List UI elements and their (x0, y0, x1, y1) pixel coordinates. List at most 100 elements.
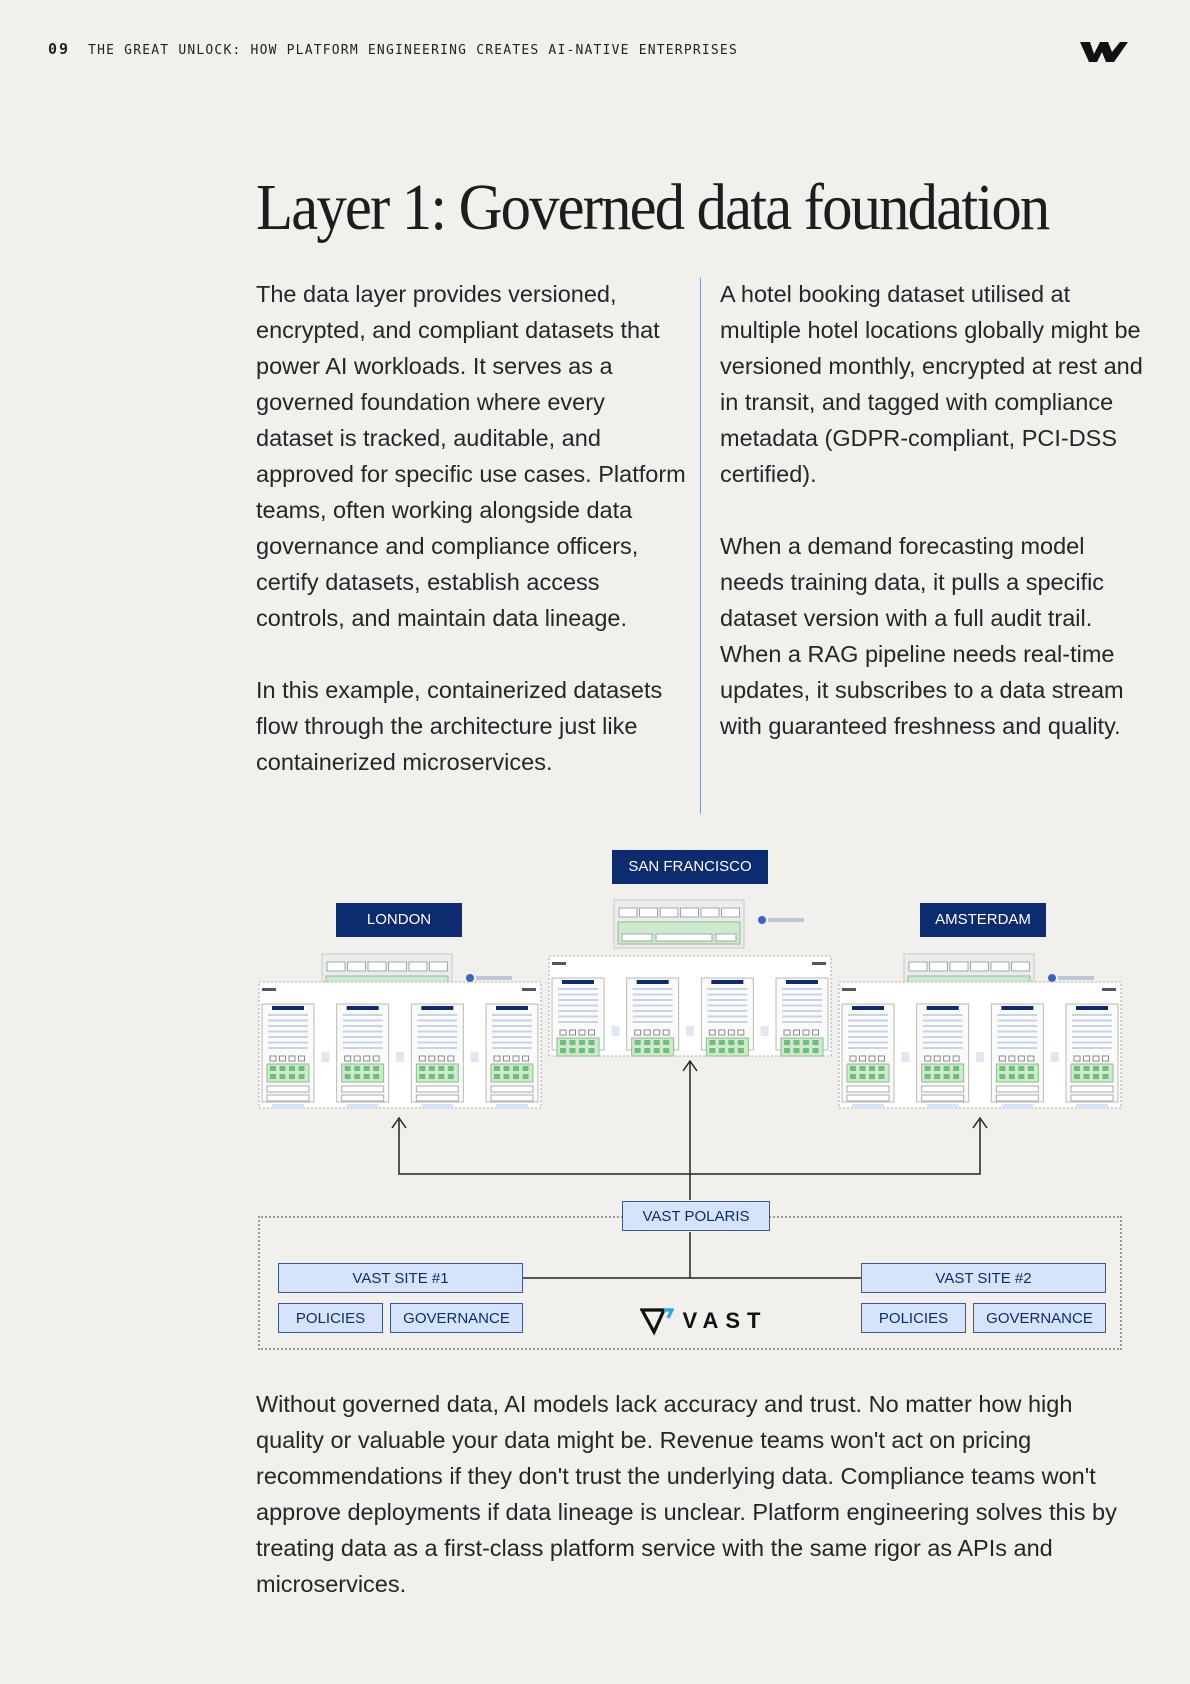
worker-service-line (782, 988, 822, 990)
gpu-unit (428, 1066, 435, 1071)
gpu-unit (924, 1066, 931, 1071)
gpu-unit (784, 1048, 790, 1053)
master-node-service (347, 961, 366, 972)
gpu-unit (644, 1040, 651, 1045)
left-paragraph-2: In this example, containerized datasets … (256, 677, 663, 775)
gpu-unit (999, 1074, 1006, 1079)
gpu-pool (705, 1037, 749, 1057)
storage-box (1070, 1085, 1114, 1093)
worker-service-line (492, 1019, 532, 1022)
worker-service-line (848, 1019, 888, 1022)
gpu-unit (812, 1048, 819, 1053)
gpu-unit (953, 1074, 960, 1079)
gpu-unit (494, 1066, 500, 1071)
gpu-unit (924, 1074, 931, 1079)
gpu-slot (662, 1029, 670, 1036)
master-node-service (700, 907, 720, 918)
gpu-slot (849, 1055, 857, 1062)
gpu-unit (1102, 1074, 1109, 1079)
gpu-slot (1083, 1055, 1090, 1062)
worker-service-line (417, 1014, 458, 1016)
worker-service-line (848, 1036, 888, 1038)
worker-service-line (417, 1036, 458, 1038)
scale-connector (1050, 1052, 1059, 1062)
worker-service-line (632, 1015, 673, 1018)
gpu-unit (579, 1040, 585, 1045)
document-title: THE GREAT UNLOCK: HOW PLATFORM ENGINEERI… (88, 43, 738, 58)
cluster-diagram-london (258, 953, 542, 1109)
gpu-unit (513, 1074, 519, 1079)
gpu-unit (560, 1048, 566, 1053)
rack-label-right (812, 962, 826, 965)
gpu-slot (812, 1029, 819, 1036)
gpu-slot (428, 1055, 436, 1062)
gpu-unit (363, 1066, 370, 1071)
gpu-unit (344, 1074, 351, 1079)
scale-connector (901, 1052, 910, 1062)
worker-service-line (342, 1047, 383, 1049)
gpu-unit (859, 1066, 866, 1071)
gpu-unit (1083, 1074, 1090, 1079)
cache-box (995, 1094, 1039, 1102)
worker-service-line (492, 1047, 532, 1049)
gpu-unit (663, 1048, 670, 1053)
cache-box (415, 1094, 459, 1102)
gpu-slot (634, 1029, 642, 1036)
master-node-service (990, 961, 1010, 972)
master-node-service (659, 907, 679, 918)
storage-box (846, 1085, 890, 1093)
worker-service-line (707, 999, 748, 1001)
gpu-slot (372, 1055, 380, 1062)
node-footer (272, 1104, 304, 1108)
gpu-unit (447, 1066, 454, 1071)
gpu-unit (728, 1048, 735, 1053)
node-footer (421, 1104, 454, 1108)
gpu-unit (1008, 1066, 1015, 1071)
worker-service-line (632, 1004, 673, 1007)
right-paragraph-1: A hotel booking dataset utilised at mult… (720, 281, 1143, 487)
worker-service-line (997, 1036, 1038, 1038)
worker-service-line (268, 1036, 308, 1038)
worker-node-title-bar (562, 980, 594, 984)
gpu-slot (1017, 1055, 1025, 1062)
worker-service-line (268, 1030, 308, 1033)
worker-service-line (268, 1025, 308, 1027)
gpu-unit (850, 1066, 856, 1071)
gpu-unit (999, 1066, 1006, 1071)
gpu-unit (1102, 1066, 1109, 1071)
gpu-slot (363, 1055, 371, 1062)
gpu-slot (643, 1029, 651, 1036)
worker-service-line (707, 993, 748, 996)
worker-service-line (997, 1041, 1038, 1044)
gpu-unit (1093, 1066, 1099, 1071)
worker-service-line (632, 1021, 673, 1023)
worker-service-line (492, 1014, 532, 1016)
site-1-policies-box: POLICIES (278, 1303, 383, 1333)
node-footer (496, 1104, 528, 1108)
column-divider (700, 278, 701, 814)
gpu-slot (288, 1055, 296, 1062)
site-1-governance-box: GOVERNANCE (390, 1303, 523, 1333)
kubernetes-label-bar (1058, 976, 1094, 980)
worker-service-line (707, 988, 748, 990)
kubernetes-icon (466, 974, 474, 982)
gpu-unit (634, 1048, 641, 1053)
gpu-slot (859, 1055, 866, 1062)
gpu-slot (943, 1055, 951, 1062)
gpu-unit (803, 1040, 809, 1045)
gpu-unit (373, 1074, 380, 1079)
vast-site-2-box: VAST SITE #2 (861, 1263, 1106, 1293)
worker-service-line (707, 1021, 748, 1023)
gpu-unit (728, 1040, 735, 1045)
storage-box (490, 1085, 534, 1093)
gpu-unit (663, 1040, 670, 1045)
gpu-slot (522, 1055, 529, 1062)
worker-service-line (1072, 1025, 1112, 1027)
vast-polaris-box: VAST POLARIS (622, 1201, 770, 1231)
gpu-unit (344, 1066, 351, 1071)
worker-service-line (268, 1047, 308, 1049)
gpu-slot (418, 1055, 426, 1062)
worker-service-line (707, 1015, 748, 1018)
rack-label-right (522, 988, 536, 991)
